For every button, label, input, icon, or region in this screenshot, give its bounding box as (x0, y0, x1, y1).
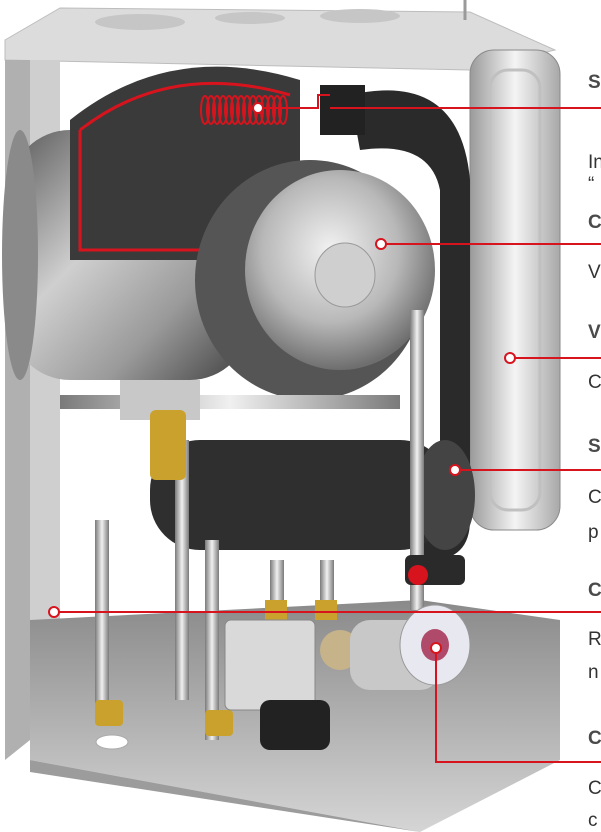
coil-loop (212, 95, 222, 125)
callout-2-line-1: V (588, 262, 601, 283)
air-intake-cylinder (150, 440, 475, 550)
coil-loop (242, 95, 252, 125)
callout-5-heading: C (588, 580, 601, 601)
callout-6-heading: C (588, 728, 601, 749)
coil-loop (206, 95, 216, 125)
coil-loop (266, 95, 276, 125)
coil-loop (272, 95, 282, 125)
callout-4-heading: S (588, 436, 601, 457)
callout-3-heading: V (588, 322, 601, 343)
callout-5-line-1: R (588, 629, 601, 650)
callout-1-line-1: In (588, 152, 601, 173)
pipework (60, 310, 424, 750)
callout-dot (504, 352, 516, 364)
callout-3-line-1: C (588, 372, 601, 393)
heat-exchanger-coil (200, 95, 288, 125)
callout-dot (449, 464, 461, 476)
coil-loop (218, 95, 228, 125)
callout-leader-line (258, 94, 330, 109)
callout-1-line-2: “ (588, 174, 595, 195)
callout-5-line-2: n (588, 662, 599, 683)
callout-dot (48, 606, 60, 618)
coil-loop (236, 95, 246, 125)
fan-housing (195, 160, 435, 400)
coil-loop (230, 95, 240, 125)
callout-lines (48, 94, 601, 763)
callout-6-line-1: C (588, 778, 601, 799)
coil-loop (200, 95, 210, 125)
callout-dot (375, 238, 387, 250)
callout-4-line-2: p (588, 522, 599, 543)
coil-loop (224, 95, 234, 125)
callout-dot (430, 642, 442, 654)
callout-2-heading: C (588, 212, 601, 233)
callout-6-line-2: c (588, 810, 598, 831)
expansion-vessel (469, 49, 561, 531)
callout-leader-line (435, 648, 601, 763)
callout-dot (252, 102, 264, 114)
callout-1-heading: S (588, 72, 601, 93)
coil-loop (278, 95, 288, 125)
callout-4-line-1: C (588, 487, 601, 508)
